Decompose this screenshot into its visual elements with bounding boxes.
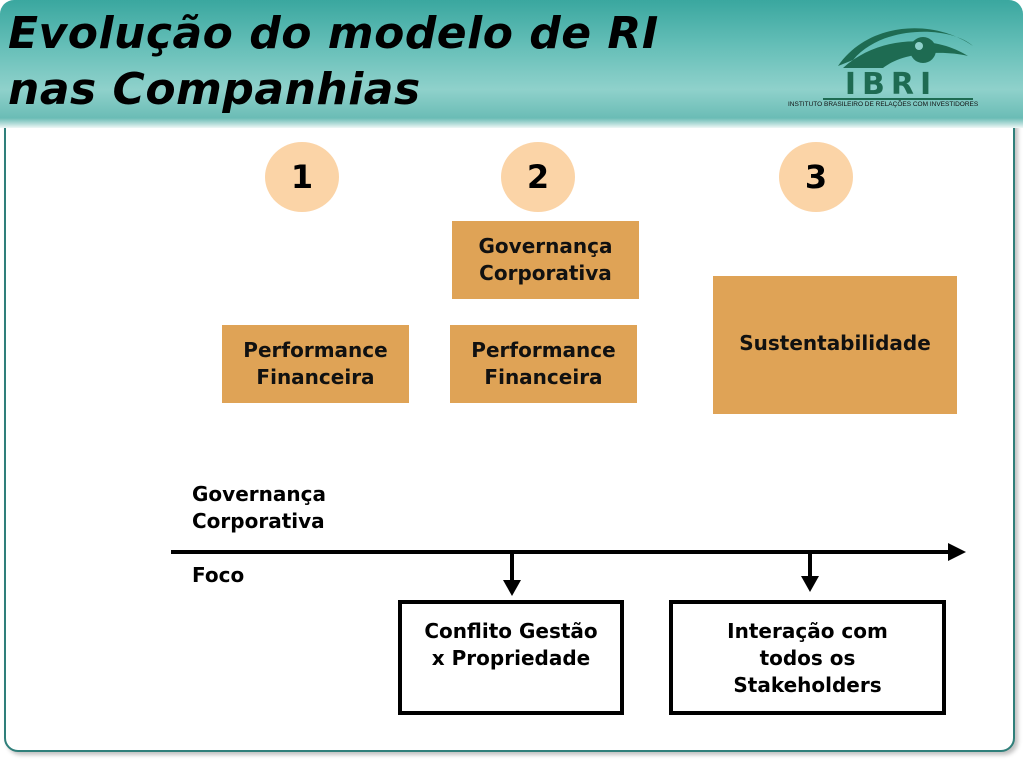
logo-wordmark: IBRI: [845, 67, 937, 102]
step-circle-3: 3: [779, 142, 853, 212]
focus-box-conflito: Conflito Gestão x Propriedade: [398, 600, 624, 715]
axis-label-foco: Foco: [192, 563, 245, 587]
stage-2-governanca-box: Governança Corporativa: [452, 221, 639, 299]
stage-1-performance-box: Performance Financeira: [222, 325, 409, 403]
slide-title: Evolução do modelo de RI nas Companhias: [8, 6, 659, 118]
focus-box-interacao: Interação com todos os Stakeholders: [669, 600, 946, 715]
stage-2-performance-box: Performance Financeira: [450, 325, 637, 403]
step-circle-2: 2: [501, 142, 575, 212]
step-circle-1: 1: [265, 142, 339, 212]
axis-label-governanca: Governança Corporativa: [192, 482, 326, 533]
title-line-1: Evolução do modelo de RI: [8, 8, 659, 59]
eye-logo-icon: [838, 28, 973, 68]
ibri-logo: IBRI: [823, 28, 973, 102]
logo-caption: INSTITUTO BRASILEIRO DE RELAÇÕES COM INV…: [788, 101, 979, 108]
title-line-2: nas Companhias: [8, 64, 421, 115]
stage-3-sustentabilidade-box: Sustentabilidade: [713, 276, 957, 414]
